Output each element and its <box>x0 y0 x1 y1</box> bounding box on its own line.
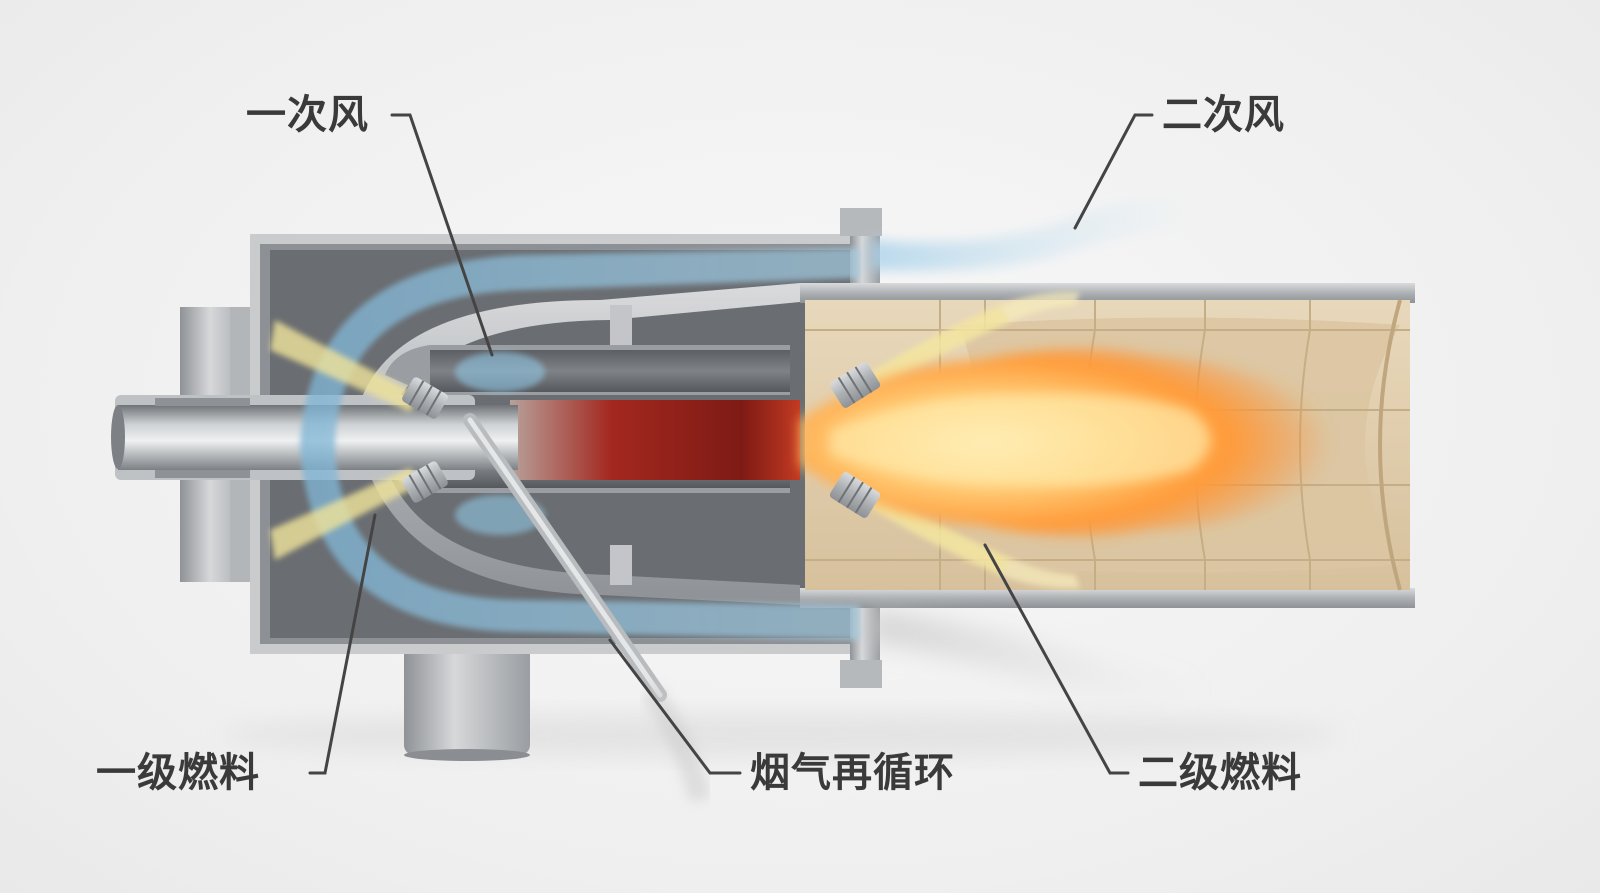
secondary-air-flow <box>870 197 1200 271</box>
primary-fuel-nozzle-upper <box>402 377 448 419</box>
leader-line-primary-fuel <box>308 513 377 775</box>
label-secondary-fuel: 二级燃料 <box>1138 750 1302 796</box>
secondary-fuel-nozzle-lower <box>829 472 881 518</box>
leader-line-primary-air <box>390 113 494 357</box>
combustion-tube-shell <box>800 283 1415 608</box>
leader-line-secondary-air <box>1073 113 1154 230</box>
primary-fuel-nozzle-lower <box>402 461 448 503</box>
leader-line-secondary-fuel <box>983 543 1130 775</box>
leader-line-flue-gas <box>608 638 742 775</box>
label-primary-fuel: 一级燃料 <box>96 750 260 796</box>
label-primary-air: 一次风 <box>246 92 369 138</box>
bottom-inlet-pipe <box>404 645 530 761</box>
combustion-chamber-core <box>510 400 800 480</box>
main-flame <box>800 348 1332 537</box>
primary-fuel-jets <box>270 320 420 560</box>
secondary-fuel-nozzle-upper <box>829 362 881 408</box>
exhaust-smoke <box>870 610 1200 700</box>
label-flue-gas-recirculation: 烟气再循环 <box>750 750 955 796</box>
label-secondary-air: 二次风 <box>1162 92 1285 138</box>
